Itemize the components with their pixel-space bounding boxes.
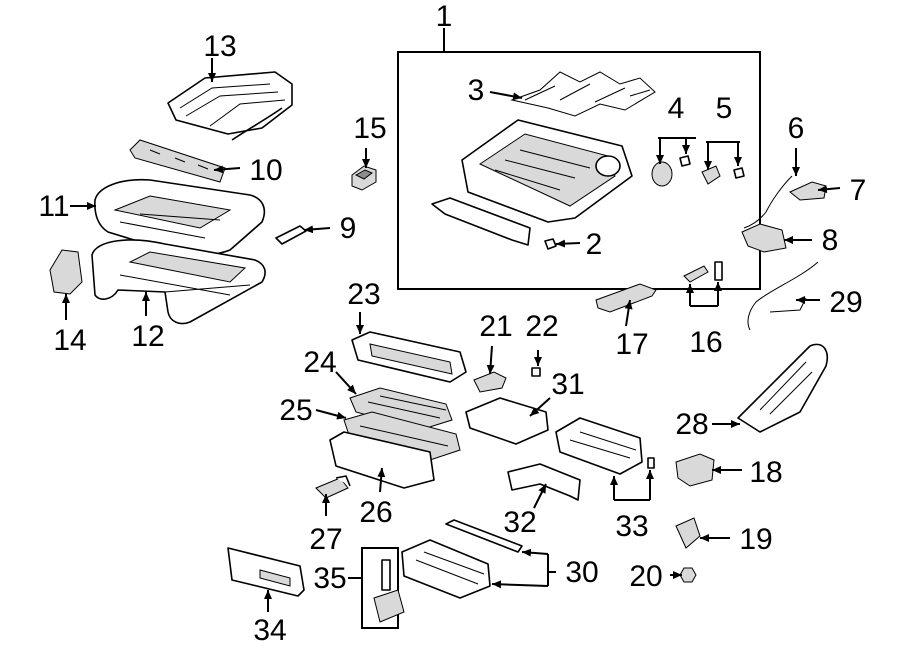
part-35-stud-bracket: [361, 547, 405, 629]
part-23-cushion: [351, 331, 467, 383]
part-7-handle: [789, 181, 827, 201]
part-20-nut: [679, 567, 697, 583]
callout-34: 34: [253, 614, 286, 647]
part-3-springs: [510, 71, 656, 117]
part-15-switch: [351, 165, 377, 191]
callout-18: 18: [749, 456, 782, 489]
callout-27: 27: [309, 523, 342, 556]
callout-29: 29: [829, 286, 862, 319]
part-18-knob: [675, 453, 715, 487]
part-22-clip: [531, 367, 541, 377]
callout-1: 1: [436, 0, 453, 33]
part-6-cable: [743, 175, 793, 229]
group-box-1: [397, 51, 761, 290]
part-12-cushion-frame: [91, 239, 266, 325]
part-14-trim: [49, 249, 83, 295]
callout-6: 6: [788, 112, 805, 145]
parts-4-5-fasteners: [651, 155, 745, 187]
callout-17: 17: [615, 328, 648, 361]
part-24-tray: [349, 387, 453, 431]
callout-10: 10: [249, 154, 282, 187]
callout-32: 32: [503, 506, 536, 539]
callout-7: 7: [850, 174, 867, 207]
callout-35: 35: [313, 562, 346, 595]
part-26-pan: [329, 431, 435, 489]
callout-9: 9: [340, 212, 357, 245]
part-30-rail-tray: [401, 519, 523, 599]
callout-15: 15: [353, 112, 386, 145]
part-19-cover: [675, 517, 701, 549]
callout-31: 31: [551, 368, 584, 401]
part-33-housing: [555, 417, 655, 475]
callout-26: 26: [359, 496, 392, 529]
callout-22: 22: [525, 310, 558, 343]
callout-24: 24: [303, 346, 336, 379]
callout-4: 4: [668, 92, 685, 125]
callout-11: 11: [38, 190, 69, 223]
part-16-bracket-bolt: [683, 261, 723, 283]
callout-14: 14: [53, 324, 86, 357]
callout-16: 16: [689, 326, 722, 359]
callout-28: 28: [675, 408, 708, 441]
part-32-bracket: [507, 463, 581, 501]
part-1-seat-frame: [461, 119, 633, 223]
part-27-motor: [315, 475, 351, 499]
callout-30: 30: [565, 556, 598, 589]
callout-25: 25: [279, 394, 312, 427]
part-11-cushion: [94, 178, 266, 256]
callout-5: 5: [716, 92, 733, 125]
callout-20: 20: [629, 560, 662, 593]
callout-2: 2: [586, 228, 603, 261]
callout-12: 12: [131, 320, 164, 353]
part-13-heater-pad: [167, 71, 293, 141]
callout-23: 23: [347, 278, 380, 311]
part-9-cover: [275, 225, 307, 245]
part-17-rail: [595, 283, 657, 313]
part-31-tray: [465, 397, 549, 445]
callout-8: 8: [822, 224, 839, 257]
callout-19: 19: [739, 523, 772, 556]
leader-lines: [62, 58, 841, 612]
part-10-bracket: [129, 139, 226, 183]
part-28-panel: [737, 343, 828, 433]
callout-33: 33: [615, 510, 648, 543]
callout-21: 21: [479, 310, 512, 343]
part-29-harness: [747, 261, 819, 331]
callout-labels: 1 2 3 4 5 6 7 8 9 10 11 12 13 14 15 16 1…: [38, 0, 866, 647]
part-34-panel: [227, 547, 305, 597]
callout-13: 13: [203, 30, 236, 63]
part-21-switch: [473, 371, 507, 393]
callout-3: 3: [468, 74, 485, 107]
part-8-cover: [741, 223, 787, 253]
